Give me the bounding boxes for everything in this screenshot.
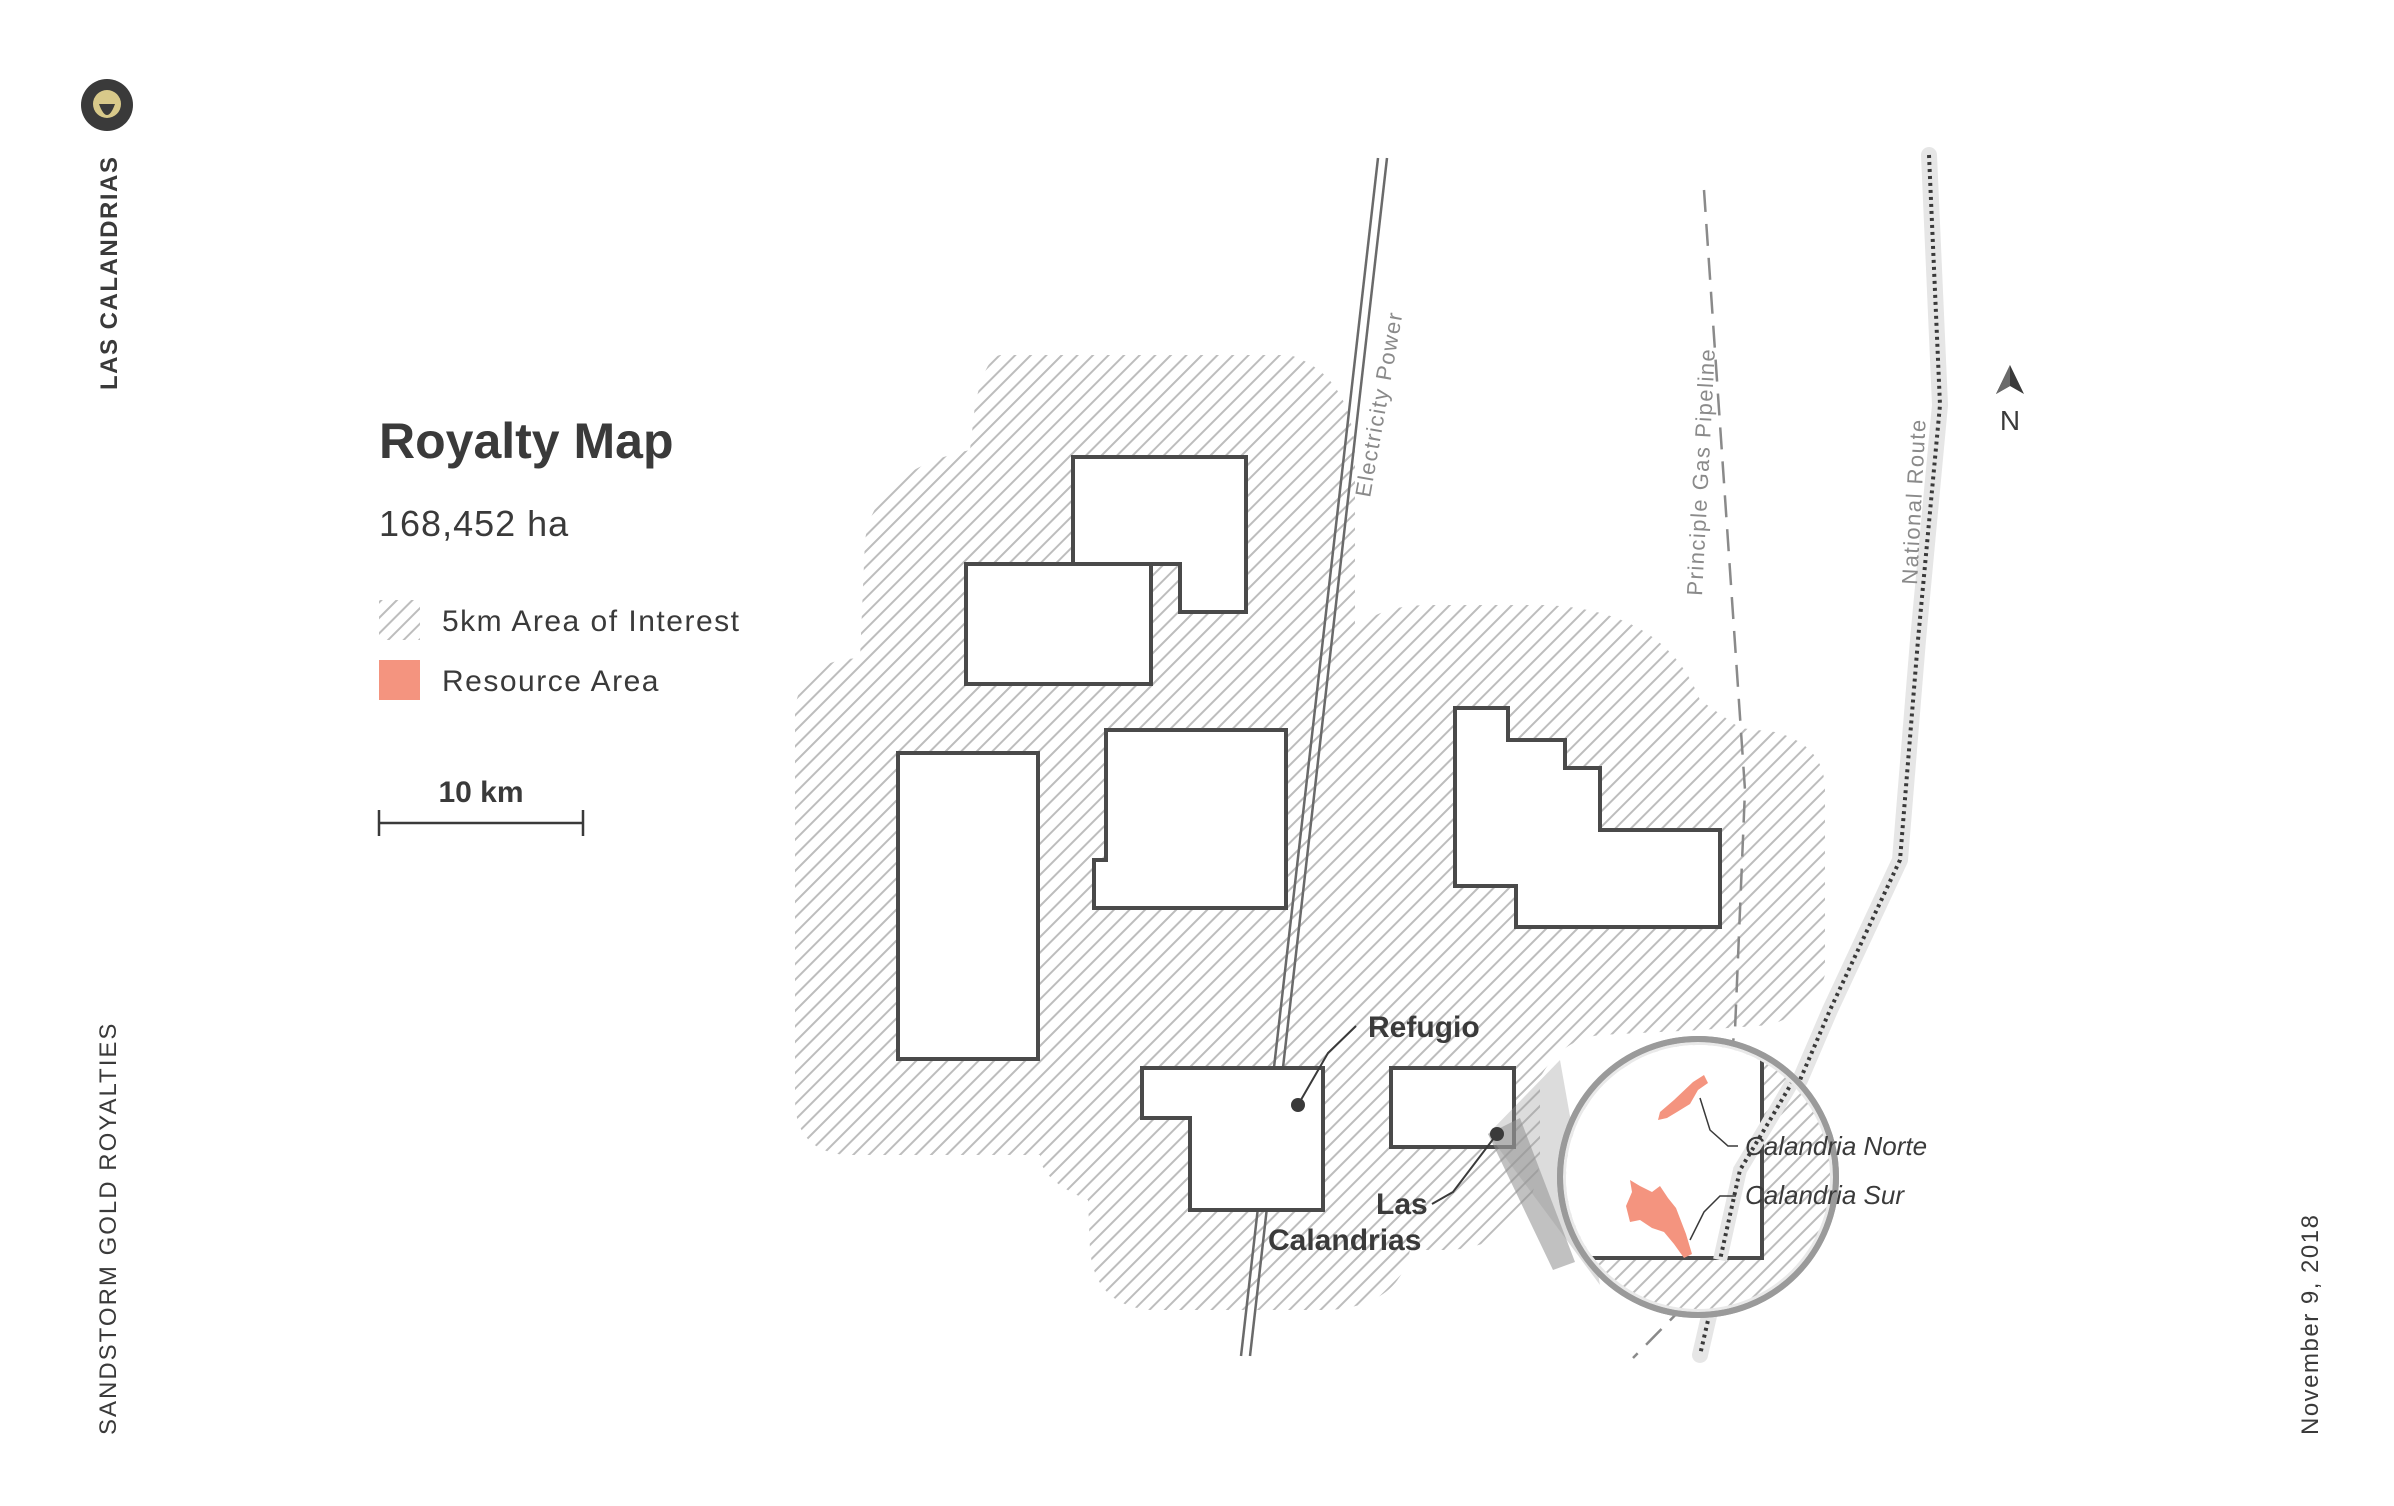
- map-date: November 9, 2018: [2297, 1214, 2324, 1435]
- inset-magnifier: [1557, 1036, 1839, 1318]
- page-title: Royalty Map: [379, 413, 674, 469]
- marker-refugio: [1291, 1025, 1357, 1112]
- legend-label-resource: Resource Area: [442, 665, 660, 698]
- claim-block-east: [1453, 706, 1722, 929]
- claim-block-refugio: [1140, 1066, 1325, 1212]
- total-area: 168,452 ha: [379, 503, 569, 544]
- hatch-swatch: [379, 600, 420, 640]
- resource-calandria-sur: [1626, 1180, 1692, 1258]
- place-las-calandrias-line1: Las: [1376, 1188, 1428, 1221]
- north-label: N: [2000, 405, 2020, 436]
- inset-cone: [1488, 1118, 1575, 1270]
- claim-block-west: [896, 751, 1040, 1061]
- claim-block-central: [1092, 728, 1288, 910]
- logo-pin-tip: [99, 104, 115, 115]
- legend-label-aoi: 5km Area of Interest: [442, 605, 740, 638]
- project-name: LAS CALANDRIAS: [96, 156, 123, 390]
- gas-pipeline: [1632, 189, 1747, 1359]
- royalty-claims: [896, 455, 1722, 1212]
- zone-calandria-sur: Calandria Sur: [1745, 1180, 1905, 1210]
- place-las-calandrias-line2: Calandrias: [1268, 1224, 1421, 1257]
- company-name: SANDSTORM GOLD ROYALTIES: [95, 1022, 122, 1435]
- brand-logo: [81, 79, 133, 131]
- resource-calandria-norte: [1658, 1075, 1708, 1120]
- scale-label: 10 km: [438, 776, 523, 809]
- legend: 5km Area of Interest Resource Area: [379, 600, 740, 700]
- place-refugio: Refugio: [1368, 1011, 1480, 1044]
- claim-block-northwest: [964, 562, 1153, 686]
- scale-bar: 10 km: [377, 776, 585, 836]
- north-arrow: [1996, 365, 2024, 394]
- label-gas-pipeline: Principle Gas Pipeline: [1682, 347, 1720, 596]
- zone-calandria-norte: Calandria Norte: [1745, 1131, 1927, 1161]
- marker-las-calandrias: [1431, 1127, 1504, 1205]
- solid-swatch: [379, 660, 420, 700]
